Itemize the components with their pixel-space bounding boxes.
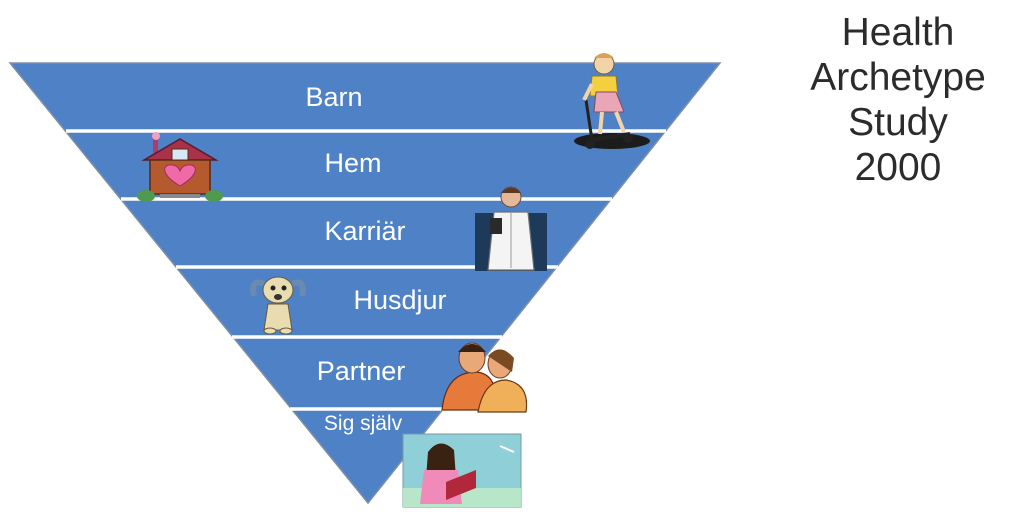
level-label-husdjur: Husdjur [353, 285, 446, 315]
woman-reading-icon [402, 433, 522, 508]
level-labels: Barn Hem Karriär Husdjur Partner Sig sjä… [305, 82, 446, 435]
level-label-karriar: Karriär [324, 216, 405, 246]
slide-title: Health Archetype Study 2000 [780, 10, 1016, 190]
title-line: 2000 [854, 146, 942, 189]
title-line: Archetype [810, 56, 986, 99]
dog-icon [250, 276, 306, 335]
level-label-hem: Hem [324, 148, 381, 178]
couple-icon [441, 342, 528, 413]
level-label-sig-sjalv: Sig själv [324, 412, 403, 435]
title-line: Study [848, 101, 948, 144]
level-separators [66, 129, 666, 411]
title-line: Health [841, 11, 955, 54]
child-on-scooter-icon [574, 53, 650, 149]
level-label-partner: Partner [317, 356, 406, 386]
level-label-barn: Barn [305, 82, 362, 112]
house-heart-icon [137, 132, 223, 202]
doctor-icon [475, 186, 547, 271]
pyramid-outline [8, 62, 722, 505]
